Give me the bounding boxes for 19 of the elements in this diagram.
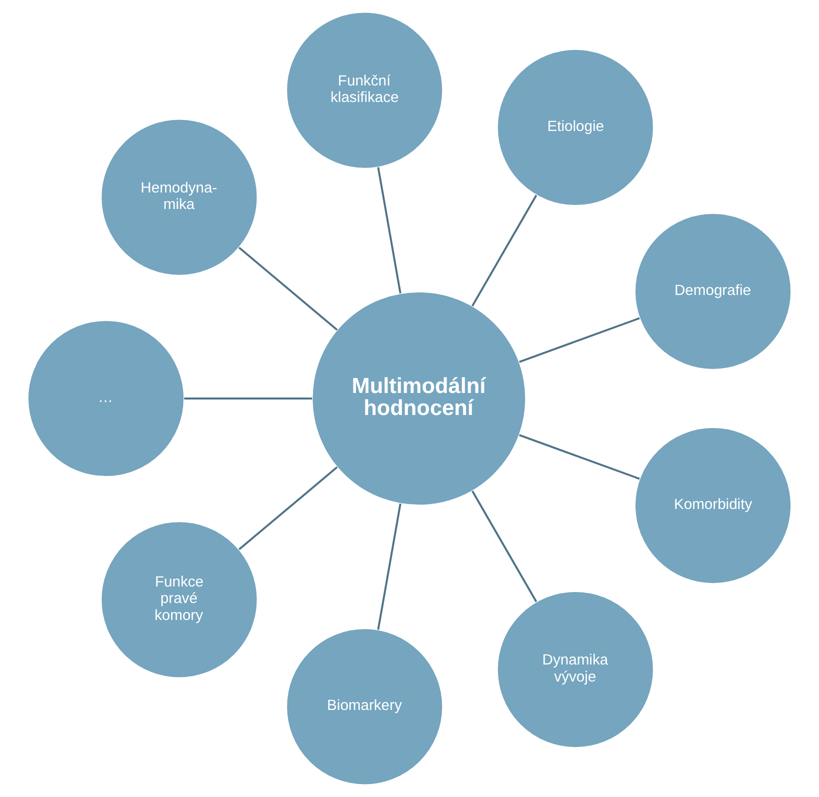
connector	[377, 167, 402, 294]
connector	[472, 490, 538, 602]
node-circle: Funkční klasifikace	[286, 12, 444, 169]
node-circle: Multimodální hodnocení	[312, 291, 526, 506]
node-circle: Funkce pravé komory	[100, 521, 258, 678]
node-circle: Komorbidity	[634, 427, 792, 584]
connector	[518, 317, 640, 363]
node-circle: …	[27, 320, 185, 478]
node-circle: Biomarkery	[286, 628, 444, 786]
connector	[238, 466, 338, 550]
node-circle: Hemodyna- mika	[100, 118, 258, 276]
connector	[472, 194, 538, 306]
connector	[184, 398, 312, 400]
connector	[377, 504, 402, 630]
connector	[518, 434, 640, 480]
connector	[238, 246, 338, 331]
node-circle: Etiologie	[496, 48, 654, 206]
node-circle: Demografie	[634, 212, 792, 370]
node-circle: Dynamika vývoje	[496, 591, 654, 748]
